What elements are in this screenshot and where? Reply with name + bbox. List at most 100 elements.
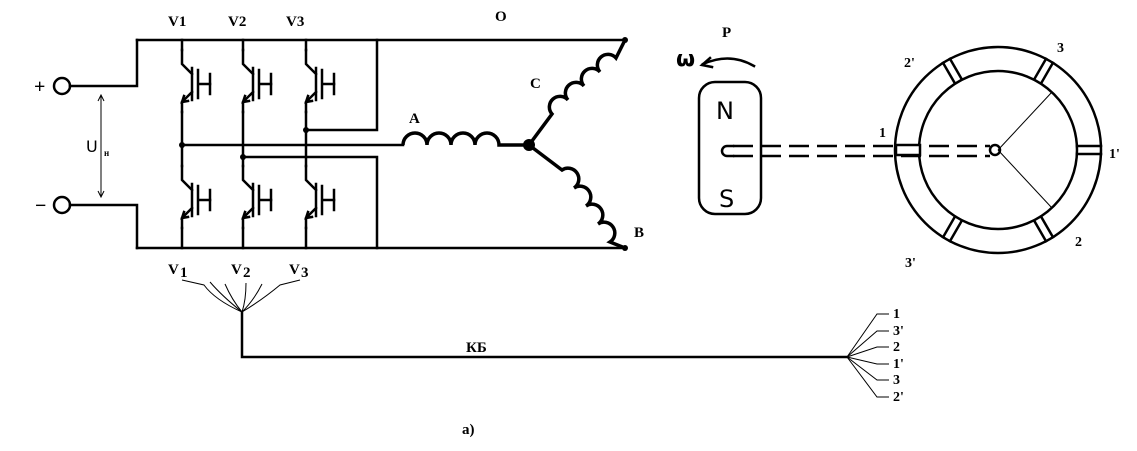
fan-r2 xyxy=(846,330,889,358)
v3-bottom-v: V xyxy=(289,262,300,278)
magnet-body xyxy=(697,80,763,216)
igbt-upper-1 xyxy=(180,48,212,114)
coil-c xyxy=(527,39,627,147)
figure-caption: а) xyxy=(462,422,475,438)
label-p: P xyxy=(722,25,731,41)
cable-end-3: 2 xyxy=(893,340,900,355)
hall-sensor-slot-1 xyxy=(1032,57,1055,86)
igbt-lower-2 xyxy=(241,164,273,230)
igbt-lower-1-arrow xyxy=(180,210,190,220)
cable-kb xyxy=(240,310,849,359)
fan-r5 xyxy=(846,356,889,381)
node-leg2 xyxy=(240,154,246,160)
node-leg3 xyxy=(303,127,309,133)
fan-r4 xyxy=(846,356,889,365)
v2-bottom-v: V xyxy=(231,262,242,278)
cable-end-2: 3' xyxy=(893,324,904,339)
v3-bottom-idx: 3 xyxy=(301,265,309,281)
cable-end-4: 1' xyxy=(893,357,904,372)
node-leg1 xyxy=(179,142,185,148)
fan-r1 xyxy=(846,313,889,358)
plus-wire xyxy=(68,38,139,88)
south-pole: S xyxy=(719,185,734,213)
rotor-magnet: N S P ω xyxy=(676,25,763,216)
dc-supply: + − U н xyxy=(34,38,139,250)
voltage-label: U xyxy=(86,137,98,156)
fan-l5 xyxy=(241,283,263,313)
sector-line-2 xyxy=(997,149,1053,209)
hall-sensor-slot-5 xyxy=(941,214,964,243)
phase-wiring xyxy=(179,38,627,250)
label-b: B xyxy=(634,225,644,241)
sensor-inputs-labels: V 1 V 2 V 3 xyxy=(168,262,309,281)
igbt-upper-3 xyxy=(304,48,336,114)
label-o: O xyxy=(495,9,507,25)
fan-l4 xyxy=(241,282,247,313)
shaft-end xyxy=(720,144,735,158)
igbt-upper-3-gate xyxy=(320,68,336,100)
motor-windings: O A C B xyxy=(401,9,644,251)
igbt-lower-2-arrow xyxy=(241,210,251,220)
igbt-lower-3-arrow xyxy=(304,210,314,220)
igbt-upper-3-arrow xyxy=(304,94,314,104)
ring-label-2p: 2' xyxy=(904,56,915,71)
ring-label-3: 3 xyxy=(1057,41,1064,56)
plus-sign: + xyxy=(34,76,45,98)
plus-terminal xyxy=(52,76,72,96)
label-a: A xyxy=(409,111,420,127)
inverter-legs xyxy=(180,38,336,250)
sensor-1-mark xyxy=(894,143,922,157)
voltage-arrowheads xyxy=(97,93,105,199)
fan-l3 xyxy=(224,283,243,313)
igbt-lower-1-gate xyxy=(196,184,212,216)
cable-end-6: 2' xyxy=(893,390,904,405)
minus-sign: − xyxy=(35,195,46,217)
rotation-arrowhead xyxy=(699,56,714,69)
igbt-upper-1-gate xyxy=(196,68,212,100)
fan-l1 xyxy=(181,279,243,313)
v1-bottom-v: V xyxy=(168,262,179,278)
v2-bottom-idx: 2 xyxy=(243,265,251,281)
minus-wire xyxy=(68,203,139,250)
hall-sensors xyxy=(941,57,1103,243)
igbt-upper-1-arrow xyxy=(180,94,190,104)
cable-end-1: 1 xyxy=(893,307,900,322)
shaft-hub xyxy=(988,143,1002,157)
cable-label: КБ xyxy=(466,340,487,356)
o-terminal xyxy=(622,37,628,43)
hall-sensor-slot-3 xyxy=(1075,144,1103,156)
sensor-cable-right: 1 3' 2 1' 3 2' xyxy=(846,307,904,405)
v3-label: V3 xyxy=(286,14,304,30)
voltage-subscript: н xyxy=(104,148,109,158)
ring-label-1: 1 xyxy=(879,126,886,141)
igbt-upper-2-arrow xyxy=(241,94,251,104)
north-pole: N xyxy=(716,97,734,125)
label-omega: ω xyxy=(676,47,695,72)
minus-terminal xyxy=(52,195,72,215)
fan-l2 xyxy=(209,281,243,313)
label-c: C xyxy=(530,76,541,92)
igbt-lower-2-gate xyxy=(257,184,273,216)
ring-label-1p: 1' xyxy=(1109,147,1120,162)
fan-r3 xyxy=(846,346,889,358)
sector-line-1 xyxy=(997,91,1053,151)
igbt-lower-3 xyxy=(304,164,336,230)
sensor-cable-left: КБ xyxy=(181,279,849,359)
igbt-lower-3-gate xyxy=(320,184,336,216)
v1-bottom-idx: 1 xyxy=(180,265,188,281)
coil-a xyxy=(401,131,529,147)
v2-label: V2 xyxy=(228,14,246,30)
fan-r6 xyxy=(846,356,889,398)
igbt-upper-2 xyxy=(241,48,273,114)
v1-label: V1 xyxy=(168,14,186,30)
cable-end-5: 3 xyxy=(893,373,900,388)
phase-b-wire xyxy=(241,155,627,250)
ring-label-3p: 3' xyxy=(905,256,916,271)
sector-arc xyxy=(1051,91,1078,209)
coil-b xyxy=(527,143,626,250)
sensor-ring: 1 2' 3 1' 2 3' xyxy=(879,41,1120,271)
igbt-upper-2-gate xyxy=(257,68,273,100)
igbt-lower-1 xyxy=(180,164,212,230)
shaft xyxy=(720,144,990,158)
